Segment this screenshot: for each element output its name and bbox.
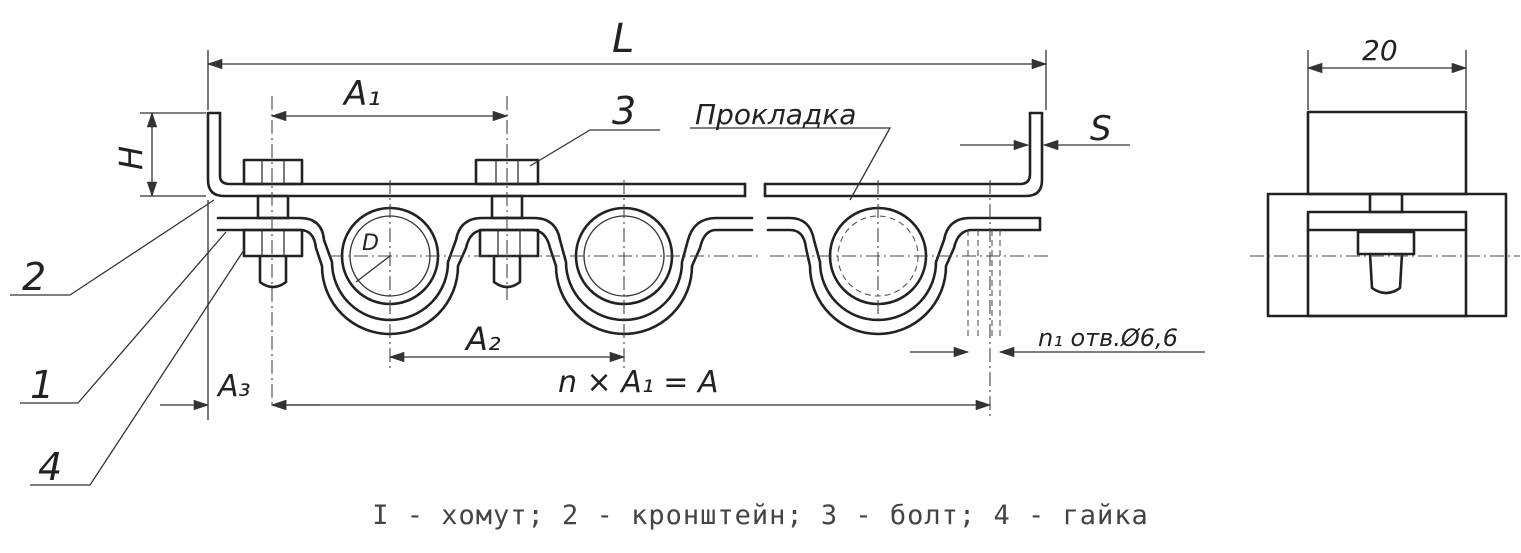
D-leader: [355, 255, 391, 283]
side-bolt-end: [1368, 252, 1404, 295]
dim-A2: A₂: [464, 320, 501, 358]
side-bolt-shank: [1368, 192, 1404, 214]
label-part-3: 3: [612, 89, 636, 133]
bracket-right-leg: [763, 111, 1044, 198]
front-view: [10, 50, 1205, 486]
bolt-left: [242, 158, 304, 289]
dim-A1: A₁: [342, 74, 381, 114]
side-clamp-inner: [1306, 210, 1468, 318]
dimension-labels: L A₁ H S A₂ A₃ n × A₁ = A D n₁ отв.Ø6,6 …: [112, 16, 1398, 404]
leader-4: [30, 249, 245, 486]
leader-1: [20, 231, 227, 404]
leader-gasket: [690, 127, 892, 201]
dim-20: 20: [1362, 34, 1398, 67]
label-part-1: 1: [30, 363, 54, 407]
label-part-4: 4: [38, 445, 62, 489]
side-view: [1250, 50, 1520, 318]
clamp-strip: [216, 216, 754, 322]
dim-H: H: [112, 146, 150, 170]
part-labels: Прокладка 2 1 4 3: [22, 89, 856, 489]
figure-caption: I - хомут; 2 - кронштейн; 3 - болт; 4 - …: [372, 500, 1149, 531]
side-nut: [1356, 230, 1416, 256]
dim-nA1: n × A₁ = A: [558, 365, 719, 400]
dim-S: S: [1090, 109, 1112, 149]
clamp-strip-right: [766, 216, 1042, 336]
dim-D: D: [362, 231, 379, 256]
leader-2: [10, 199, 215, 296]
label-part-2: 2: [22, 255, 46, 299]
bolt-right-hidden: [967, 230, 1001, 340]
dim-L: L: [612, 16, 634, 62]
bracket-left-leg: [206, 111, 747, 198]
dim-holes: n₁ отв.Ø6,6: [1038, 324, 1178, 352]
side-bracket-upper: [1306, 110, 1468, 196]
label-gasket: Прокладка: [695, 98, 856, 131]
dim-A3: A₃: [216, 369, 251, 404]
leader-3: [529, 129, 660, 167]
